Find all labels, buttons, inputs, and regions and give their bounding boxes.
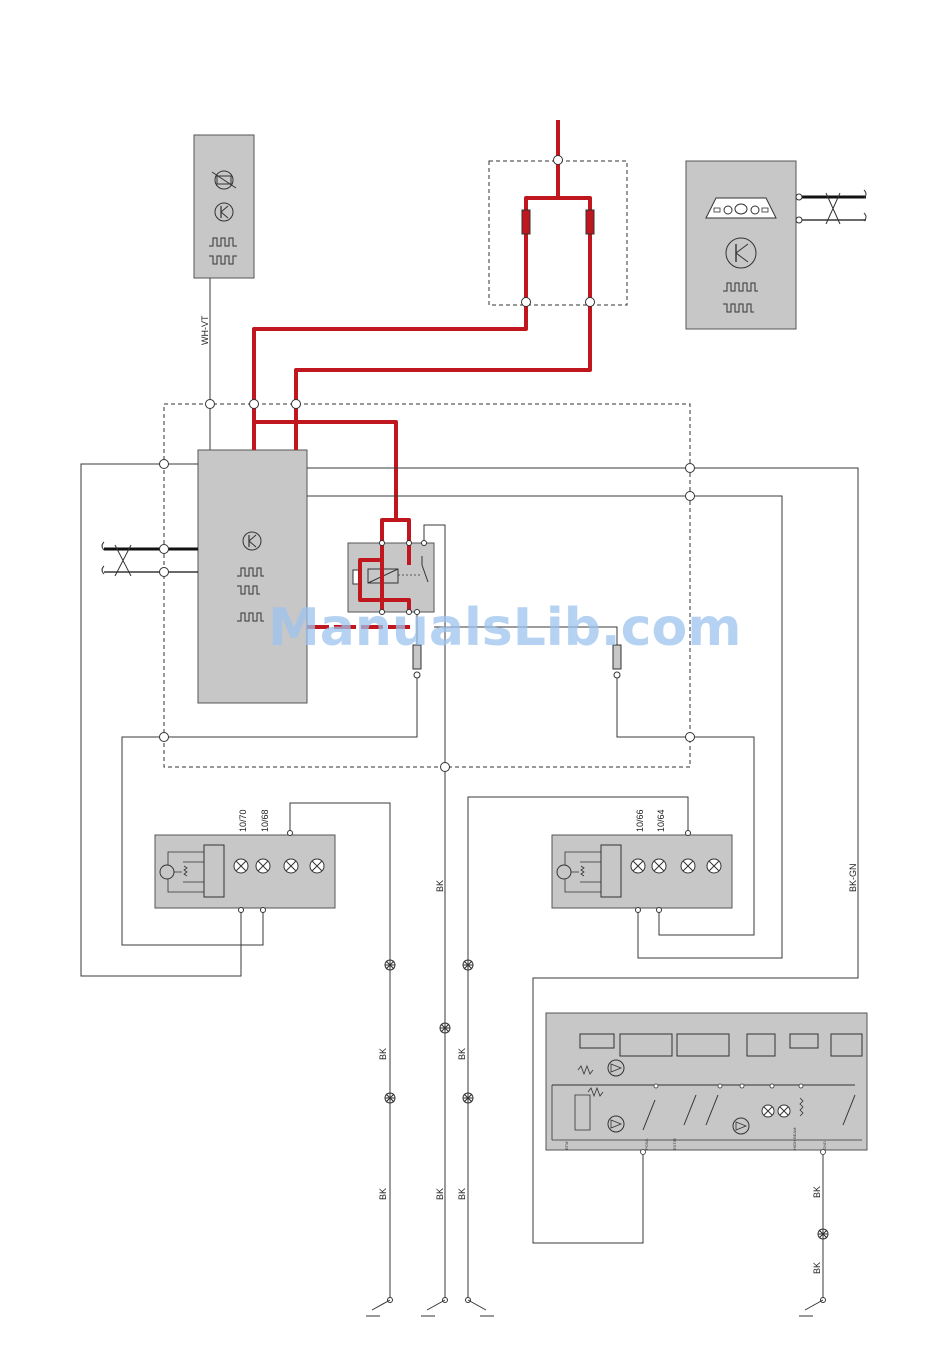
wire-label-wh-vt: WH-VT <box>200 315 210 345</box>
sensor-module-top-left <box>194 135 254 278</box>
main-control-module <box>198 450 307 703</box>
wire-label-bk-7: BK <box>812 1186 822 1198</box>
instrument-cluster-icon <box>706 198 776 218</box>
pin-label-gnd: GND <box>822 1141 827 1150</box>
pin-label-ext: EXT/R <box>672 1138 677 1150</box>
instrument-module-top-right <box>686 161 796 329</box>
pin-label-high-beam: HIGH BEAM <box>792 1128 797 1150</box>
watermark: ManualsLib.com <box>268 598 741 658</box>
wire-label-bk-6: BK <box>457 1188 467 1200</box>
wire-label-bk-gn: BK-GN <box>848 863 858 892</box>
lamp-unit-left <box>155 831 335 913</box>
twisted-pair-icon <box>796 190 866 224</box>
pin-label-btm: BTM <box>564 1142 569 1150</box>
pin-label-pos: POS/L <box>644 1137 649 1150</box>
wire-label-bk-2: BK <box>378 1048 388 1060</box>
connector-label-left-2: 10/68 <box>260 809 270 832</box>
instrument-cluster <box>546 1013 867 1155</box>
wire-label-bk-5: BK <box>435 1188 445 1200</box>
connector-label-left-1: 10/70 <box>238 809 248 832</box>
fuse-right <box>586 210 594 234</box>
fuse-left <box>522 210 530 234</box>
wire-label-bk-8: BK <box>812 1262 822 1274</box>
ground-icon <box>366 1298 826 1317</box>
connector-label-right-1: 10/66 <box>635 809 645 832</box>
wire-label-bk-3: BK <box>457 1048 467 1060</box>
connector-label-right-2: 10/64 <box>656 809 666 832</box>
twisted-pair-icon <box>102 542 198 576</box>
wire-label-bk-4: BK <box>378 1188 388 1200</box>
lamp-unit-right <box>552 831 732 913</box>
wire-label-bk-1: BK <box>435 880 445 892</box>
